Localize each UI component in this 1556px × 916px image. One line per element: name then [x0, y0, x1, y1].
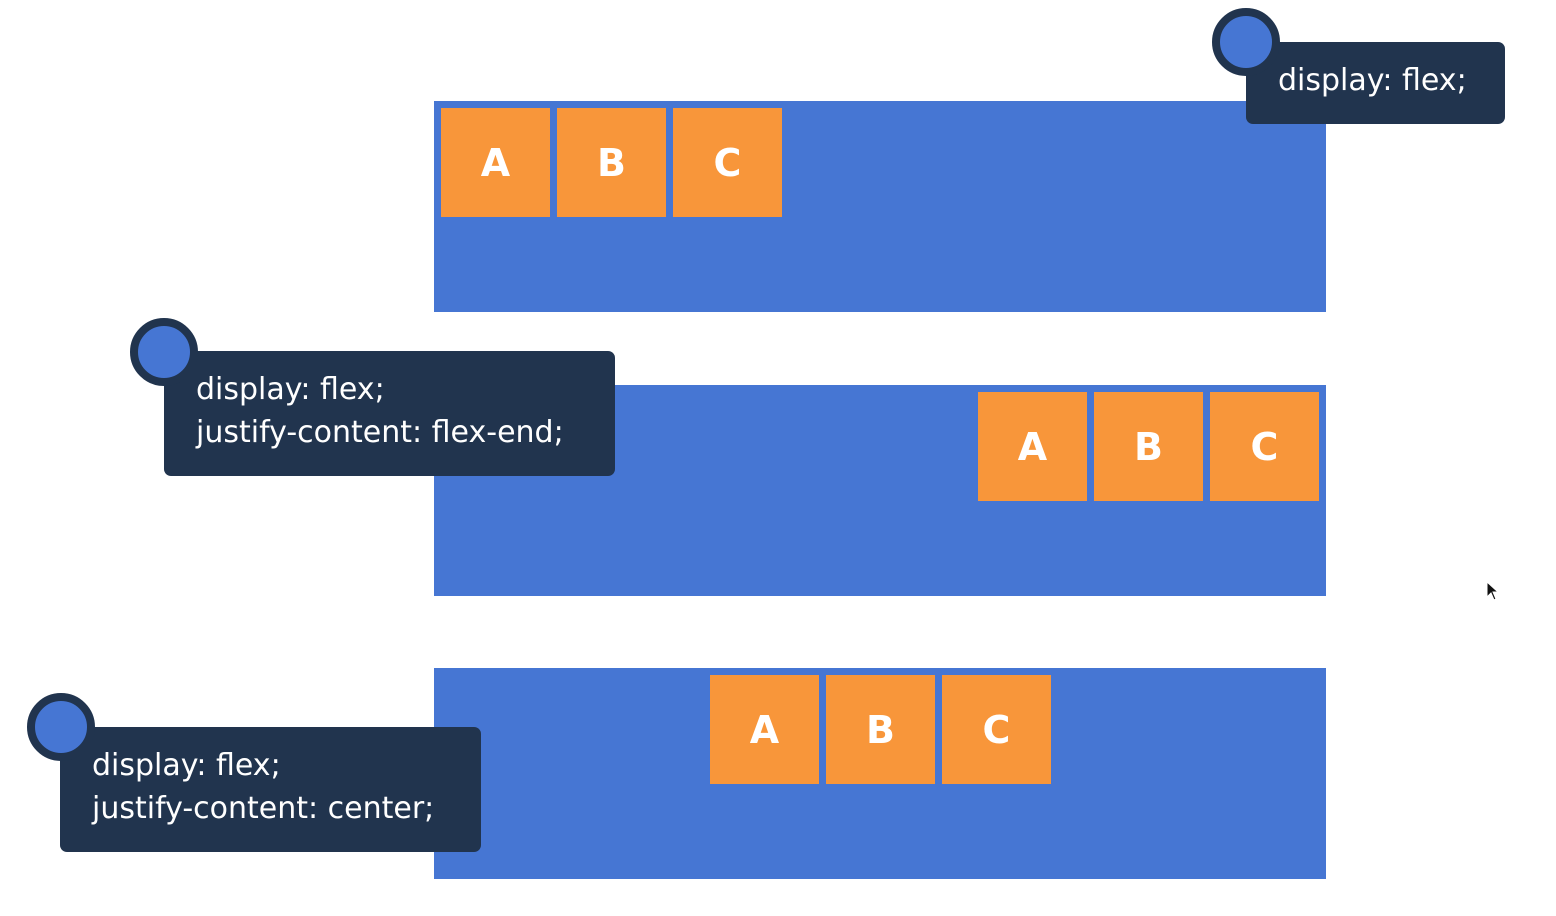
flex-item-a: A: [978, 392, 1087, 501]
callout-pin-dot: [27, 693, 95, 761]
callout-line: display: flex;: [92, 748, 281, 783]
flex-items-row: A B C: [978, 392, 1319, 501]
flex-item-b: B: [557, 108, 666, 217]
flex-item-a: A: [710, 675, 819, 784]
callout-pin-dot: [130, 318, 198, 386]
flex-item-c: C: [1210, 392, 1319, 501]
callout-line: display: flex;: [196, 372, 385, 407]
callout-line: display: flex;: [1278, 63, 1467, 98]
flex-container-center: A B C: [434, 668, 1326, 879]
flex-item-a: A: [441, 108, 550, 217]
callout-line: justify-content: center;: [92, 791, 435, 826]
callout-line: justify-content: flex-end;: [196, 415, 564, 450]
flex-item-c: C: [942, 675, 1051, 784]
flex-container-default: A B C: [434, 101, 1326, 312]
callout-default: display: flex;: [1246, 42, 1505, 124]
flex-container-flex-end: A B C: [434, 385, 1326, 596]
callout-center: display: flex; justify-content: center;: [60, 727, 481, 852]
flex-items-row: A B C: [441, 108, 782, 217]
flex-items-row: A B C: [710, 675, 1051, 784]
mouse-cursor-icon: [1486, 581, 1500, 601]
flex-item-b: B: [826, 675, 935, 784]
flex-item-c: C: [673, 108, 782, 217]
callout-flex-end: display: flex; justify-content: flex-end…: [164, 351, 615, 476]
callout-pin-dot: [1212, 8, 1280, 76]
flex-item-b: B: [1094, 392, 1203, 501]
